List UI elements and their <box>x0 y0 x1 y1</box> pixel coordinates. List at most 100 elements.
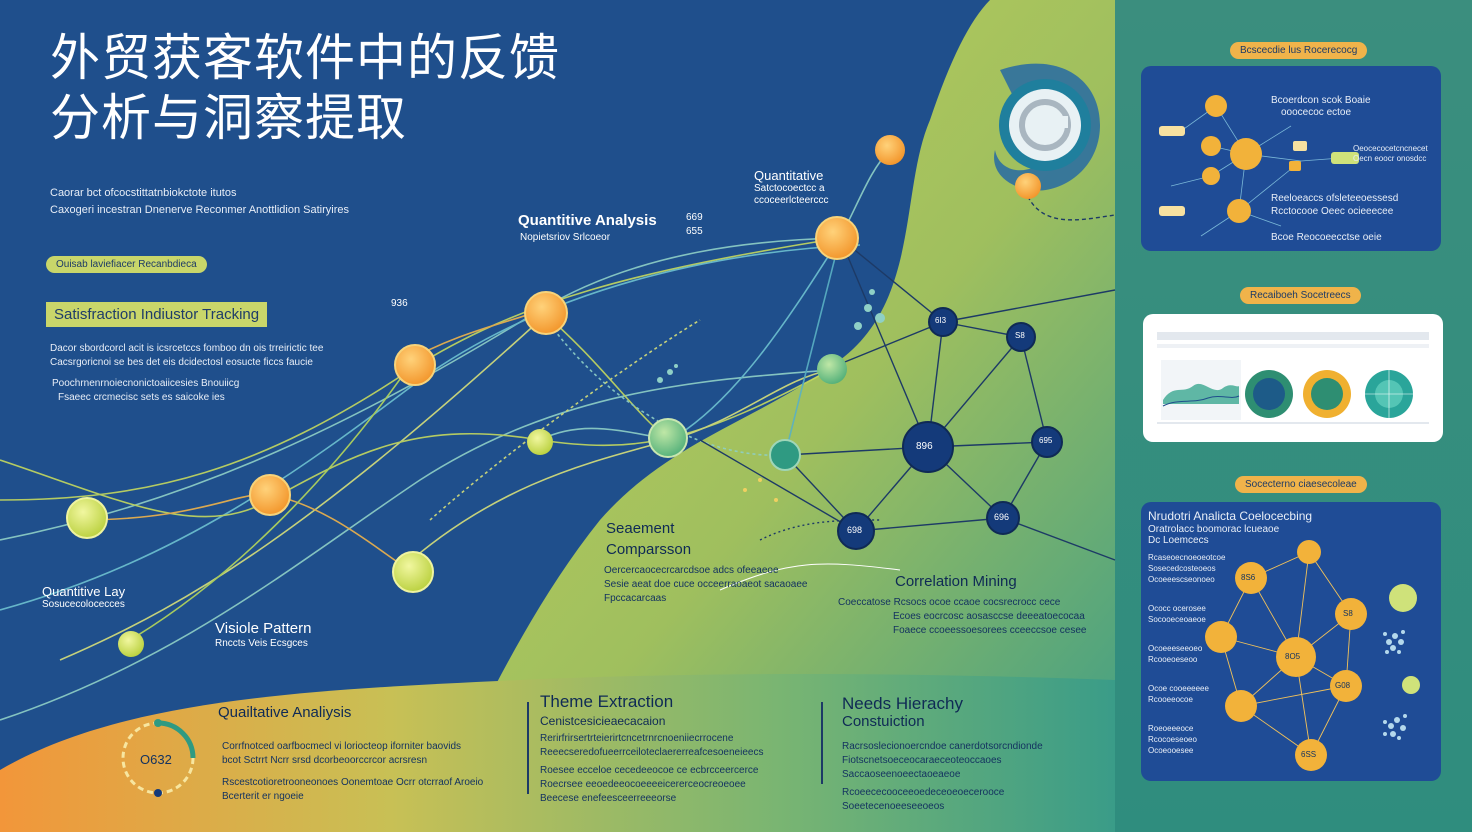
node-label: 695 <box>1039 436 1053 445</box>
panel1-text: Bcoe Reocoeecctse oeie <box>1271 232 1382 243</box>
panel3-line: Socooeceoaeoe <box>1148 615 1206 624</box>
panel3-line: Ocoeeescseonoeo <box>1148 575 1215 584</box>
network-panel-1: Bcoerdcon scok Boaie ooocecoc ectoe Oeoc… <box>1141 66 1441 251</box>
panel3-line: Rcaseoecnoeoeotcoe <box>1148 553 1226 562</box>
quant-lay-label: Quantitive Lay <box>42 584 126 599</box>
panel1-text: Rcctocooe Oeec ocieeecee <box>1271 206 1394 217</box>
theme-paragraph: Rerirfrirsertrteierirtcncetrnrcnoeniiecr… <box>540 732 763 806</box>
panel3-node-label: 8S6 <box>1241 573 1256 582</box>
right-pill-2: Recaiboeh Socetreecs <box>1240 287 1361 304</box>
panel3-line: Ocoeooesee <box>1148 746 1194 755</box>
node-label: S8 <box>1015 331 1025 340</box>
network-panel-3: Nrudotri Analicta Coelocecbing Oratrolac… <box>1141 502 1441 781</box>
qual-para-line: Bcerterit er ngoeie <box>222 791 304 802</box>
correlation-para-line: Foaece ccoeessoesorees cceeccsoe cesee <box>893 625 1087 636</box>
qual-para-line: bcot Sctrrt Ncrr srsd dcorbeoorccrcor ac… <box>222 755 428 766</box>
segment-para-line: Oercercaocecrcarcdsoe adcs ofeeaeoe <box>604 565 779 576</box>
tracking-para-line: Cacsrgoricnoi se bes det eis dcidectosl … <box>50 357 313 368</box>
quantitive-analysis-label: Quantitive Analysis <box>518 212 657 229</box>
theme-para-line: Roesee ecceloe cecedeeocoe ce ecbrcceerc… <box>540 765 759 776</box>
quantitative-top-sub1: Satctocoectcc a <box>754 183 825 194</box>
panel3-line: Roeoeeeoce <box>1148 724 1194 733</box>
page-title: 外贸获客软件中的反馈 分析与洞察提取 <box>50 28 560 148</box>
segment-para-line: Fpccacarcaas <box>604 593 667 604</box>
theme-extraction-title: Theme Extraction <box>540 692 674 711</box>
panel1-text: Bcoerdcon scok Boaie <box>1271 95 1371 106</box>
segment-comparison-label-2: Comparsson <box>606 541 692 558</box>
needs-paragraph: Racrsoslecionoercndoe canerdotsorcndiond… <box>842 740 1043 814</box>
needs-para-line: Rcoeececooceeoedeceoeoecerooce <box>842 787 1005 798</box>
theme-para-line: Rerirfrirsertrteierirtcncetrnrcnoeniiecr… <box>540 733 734 744</box>
left-paragraph-2: Poochrnenrnoiecnonictoaiicesies Bnouiicg… <box>52 377 239 405</box>
small-number-label: 936 <box>391 298 408 309</box>
segment-paragraph: Oercercaocecrcarcdsoe adcs ofeeaeoe Sesi… <box>604 564 807 606</box>
segment-para-line: Sesie aeat doe cuce occeerraoaeot sacaoa… <box>604 579 808 590</box>
node-label: 896 <box>916 441 933 452</box>
visible-pattern-sub: Rnccts Veis Ecsgces <box>215 638 308 649</box>
panel3-line: Ocoeeeseeoeo <box>1148 644 1203 653</box>
needs-para-line: Racrsoslecionoercndoe canerdotsorcndiond… <box>842 741 1043 752</box>
theme-para-line: Roecrsee eeoedeeocoeeeeicererceocreoeoee <box>540 779 746 790</box>
category-pill: Ouisab laviefiacer Recanbdieca <box>46 256 207 273</box>
panel3-line: Rcocoeseoeo <box>1148 735 1197 744</box>
panel3-node-label: G08 <box>1335 681 1351 690</box>
tracking-para-line: Dacor sbordcorcl acit is icsrcetccs fomb… <box>50 343 324 354</box>
panel3-lines: Rcaseoecnoeoeotcoe Sosecedcosteoeos Ocoe… <box>1148 552 1225 756</box>
quant-number-2: 655 <box>686 226 703 237</box>
right-pill-1: Bcscecdie lus Rocerecocg <box>1230 42 1368 59</box>
page-title-line2: 分析与洞察提取 <box>50 89 407 147</box>
panel3-node-label: S8 <box>1343 609 1353 618</box>
satisfaction-tracking-label: Satisfraction Indiustor Tracking <box>46 302 268 327</box>
panel1-text: Oecn eoocr onosdcc <box>1353 154 1427 163</box>
page-title-line1: 外贸获客软件中的反馈 <box>50 29 560 87</box>
panel3-network <box>1205 540 1420 771</box>
dashboard-mini-charts <box>1157 332 1429 424</box>
qualitative-paragraph: Corrfnotced oarfbocmecl vi loriocteop if… <box>222 740 483 804</box>
theme-extraction-sub: Cenistcesicieaecacaion <box>540 714 666 728</box>
panel3-node-label: 6SS <box>1301 750 1317 759</box>
needs-para-line: Saccaoseenoeectaoeaeoe <box>842 769 961 780</box>
quantitative-top-label: Quantitative <box>754 168 824 183</box>
theme-para-line: Beecese enefeesceerreeeorse <box>540 793 677 804</box>
quantitative-top-sub2: ccoceerlcteerccc <box>754 195 829 206</box>
dashboard-panel <box>1143 314 1443 442</box>
quant-number-1: 669 <box>686 212 703 223</box>
correlation-mining-label: Correlation Mining <box>895 573 1017 590</box>
needs-hierarchy-sub: Constuiction <box>842 713 925 730</box>
subtitle-line2: Caxogeri incestran Dnenerve Reconmer Ano… <box>50 204 349 216</box>
quantitive-analysis-sub: Nopietsriov Srlcoeor <box>520 232 611 243</box>
panel1-text: Oeocecocetcncnecet <box>1353 144 1428 153</box>
panel3-line: Sosecedcosteoeos <box>1148 564 1216 573</box>
node-label: 698 <box>847 525 863 535</box>
panel3-line: Ococc ocerosee <box>1148 604 1206 613</box>
tracking-paragraph: Dacor sbordcorcl acit is icsrcetccs fomb… <box>50 342 323 370</box>
panel3-title: Nrudotri Analicta Coelocecbing <box>1148 509 1313 523</box>
right-pill-3: Socecterno ciaesecoleae <box>1235 476 1367 493</box>
segment-comparison-label-1: Seaement <box>606 520 675 537</box>
theme-para-line: Reeecseredofueerrceiloteclaererreafcesoe… <box>540 747 764 758</box>
qual-para-line: Corrfnotced oarfbocmecl vi loriocteop if… <box>222 741 461 752</box>
panel3-node-label: 8O5 <box>1285 652 1301 661</box>
visible-pattern-label: Visiole Pattern <box>215 620 312 637</box>
panel3-sub1: Oratrolacc boomorac lcueaoe <box>1148 524 1280 535</box>
qualitative-analysis-title: Quailtative Analiysis <box>218 704 352 721</box>
correlation-para-line: Ecoes eocrcosc aosasccse deeeatoecocaa <box>893 611 1085 622</box>
correlation-paragraph: Coeccatose Rcsocs ocoe ccaoe cocsrecrocc… <box>838 596 1086 638</box>
panel1-network <box>1159 95 1359 237</box>
left-para2-line: Poochrnenrnoiecnonictoaiicesies Bnouiicg <box>52 378 240 389</box>
panel3-line: Rcooeoeseoo <box>1148 655 1198 664</box>
node-label: 696 <box>994 512 1010 522</box>
node-label: 6I3 <box>935 316 947 325</box>
needs-hierarchy-title: Needs Hierachy <box>842 694 963 713</box>
left-para2-line: Fsaeec crcmecisc sets es saicoke ies <box>58 392 225 403</box>
panel1-text: ooocecoc ectoe <box>1281 107 1352 118</box>
correlation-para-line: Coeccatose Rcsocs ocoe ccaoe cocsrecrocc… <box>838 597 1061 608</box>
qual-para-line: Rscestcotioretrooneonoes Oonemtoae Ocrr … <box>222 777 484 788</box>
quant-lay-sub: Sosucecolocecces <box>42 599 125 610</box>
panel3-line: Rcooeeocoe <box>1148 695 1193 704</box>
panel3-sub2: Dc Loemcecs <box>1148 535 1209 546</box>
needs-para-line: Soeetecenoeeseeoeos <box>842 801 945 812</box>
gauge-value: O632 <box>140 752 172 767</box>
panel3-line: Ocoe cooeeeeee <box>1148 684 1209 693</box>
subtitle-line1: Caorar bct ofcocstittatnbiokctote itutos <box>50 187 237 199</box>
